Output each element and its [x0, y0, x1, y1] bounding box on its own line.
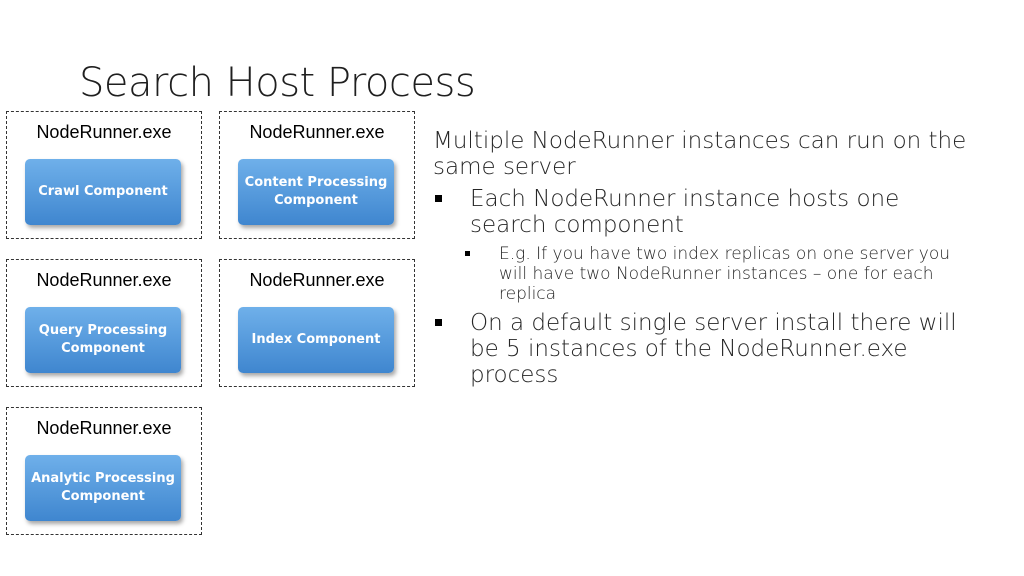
crawl-component: Crawl Component: [25, 159, 181, 225]
noderunner-label: NodeRunner.exe: [36, 270, 172, 290]
noderunner-box-index: NodeRunner.exe Index Component: [219, 259, 415, 387]
bullet-text: Each NodeRunner instance hosts one searc…: [470, 186, 900, 238]
bullet-item: On a default single server install there…: [433, 310, 978, 388]
sub-bullet-item: E.g. If you have two index replicas on o…: [433, 244, 978, 304]
index-component: Index Component: [238, 307, 394, 373]
content-processing-component: Content Processing Component: [238, 159, 394, 225]
noderunner-label: NodeRunner.exe: [249, 122, 385, 142]
bullet-list: Multiple NodeRunner instances can run on…: [433, 128, 978, 394]
noderunner-box-crawl: NodeRunner.exe Crawl Component: [6, 111, 202, 239]
noderunner-label: NodeRunner.exe: [249, 270, 385, 290]
noderunner-label: NodeRunner.exe: [36, 418, 172, 438]
intro-text: Multiple NodeRunner instances can run on…: [433, 128, 967, 180]
square-bullet-icon: [435, 319, 442, 326]
noderunner-box-query-processing: NodeRunner.exe Query Processing Componen…: [6, 259, 202, 387]
bullet-item: Each NodeRunner instance hosts one searc…: [433, 186, 978, 238]
square-bullet-icon: [465, 251, 470, 256]
bullet-text: On a default single server install there…: [470, 310, 957, 388]
sub-bullet-text: E.g. If you have two index replicas on o…: [499, 244, 951, 304]
noderunner-label: NodeRunner.exe: [36, 122, 172, 142]
noderunner-box-content-processing: NodeRunner.exe Content Processing Compon…: [219, 111, 415, 239]
query-processing-component: Query Processing Component: [25, 307, 181, 373]
slide-title: Search Host Process: [79, 60, 476, 106]
noderunner-box-analytic-processing: NodeRunner.exe Analytic Processing Compo…: [6, 407, 202, 535]
square-bullet-icon: [435, 195, 442, 202]
analytic-processing-component: Analytic Processing Component: [25, 455, 181, 521]
